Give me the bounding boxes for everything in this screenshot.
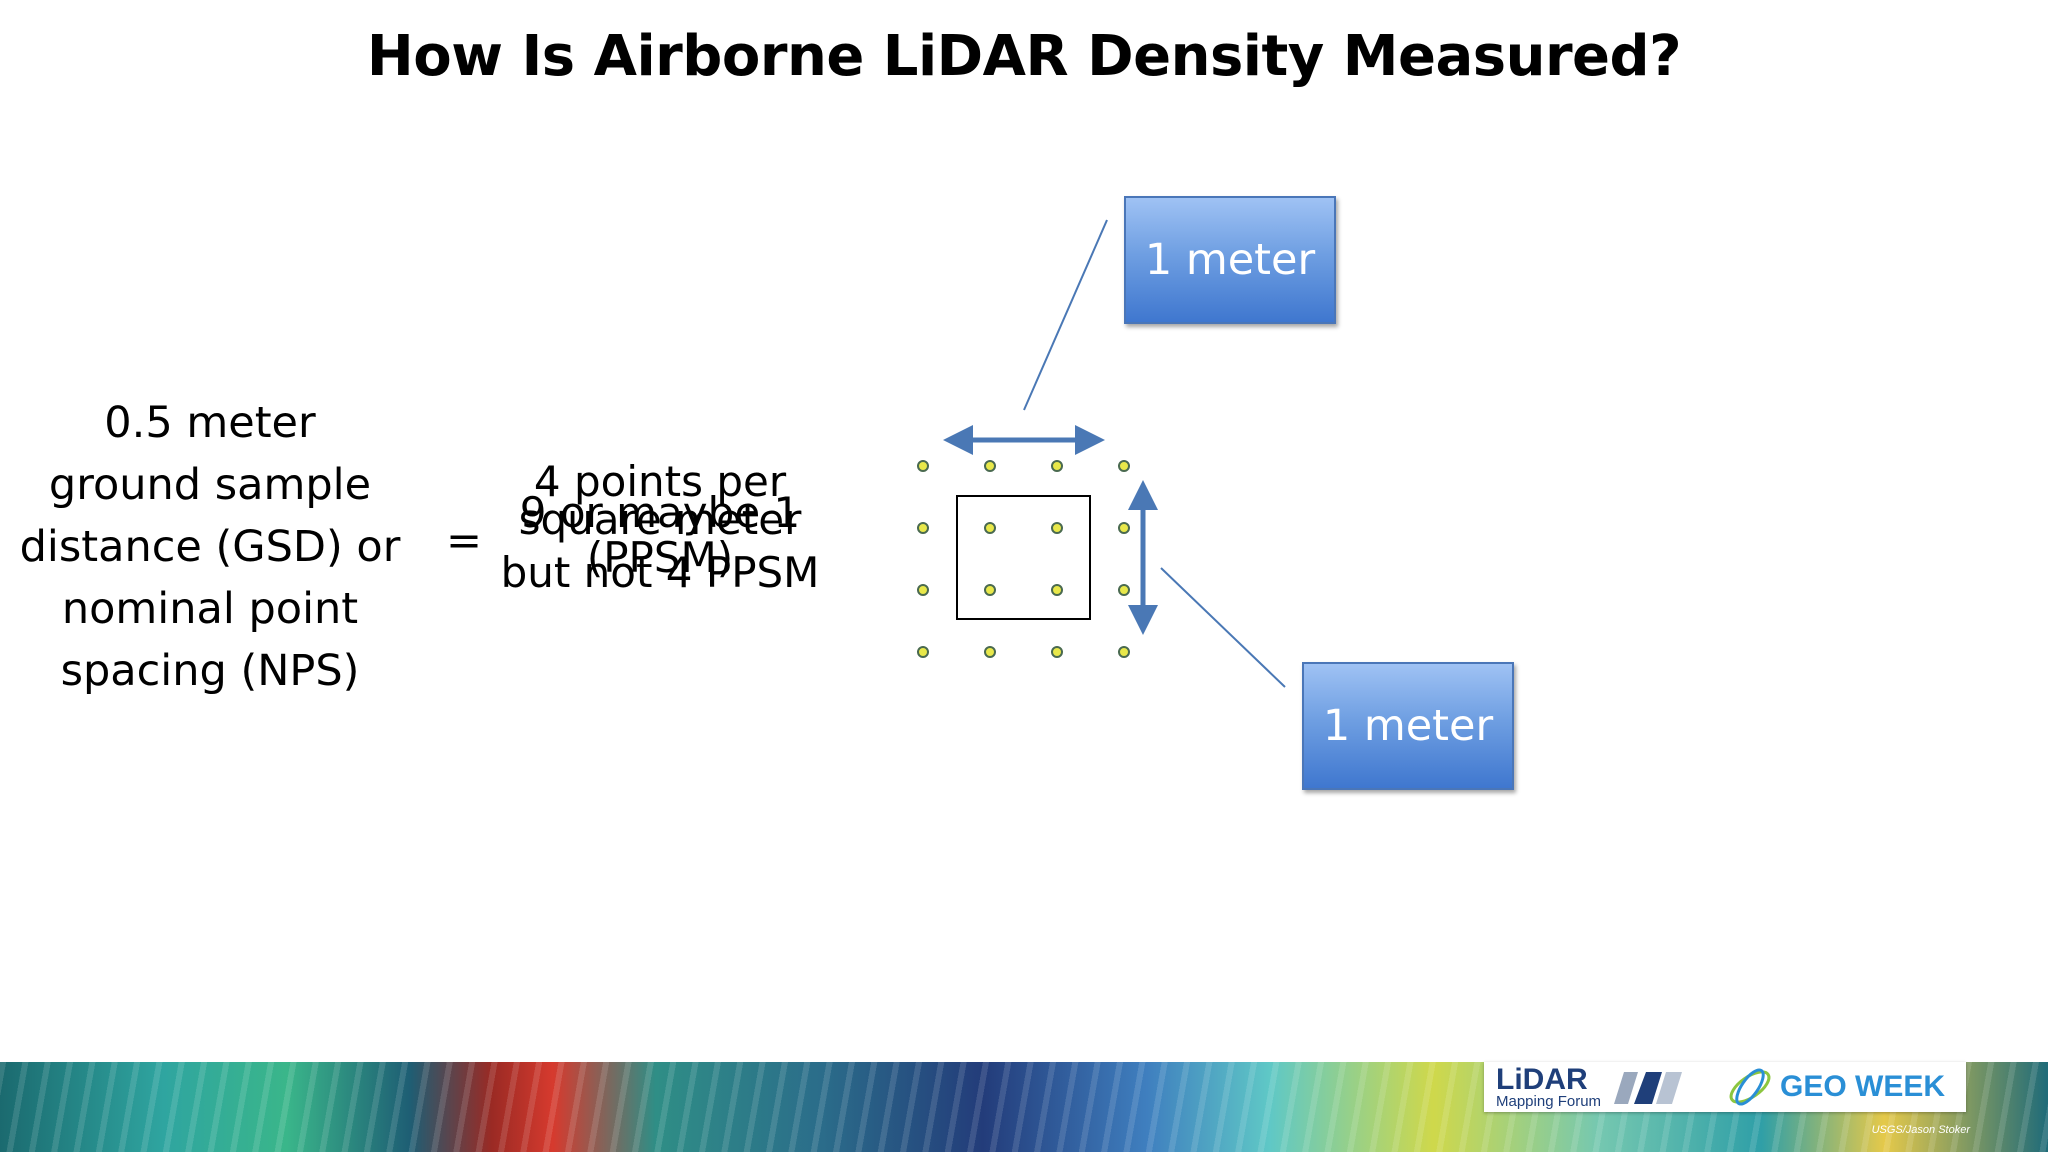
gsd-line-4: nominal point <box>61 584 359 634</box>
lidar-point <box>917 460 929 472</box>
slide-title: How Is Airborne LiDAR Density Measured? <box>366 24 1682 89</box>
top-meter-label: 1 meter <box>1124 196 1336 324</box>
gsd-line-5: spacing (NPS) <box>60 646 360 696</box>
lidar-logo-mark-icon <box>1614 1072 1682 1104</box>
lidar-point <box>984 584 996 596</box>
gsd-line-2: ground sample <box>48 460 372 510</box>
footer-logo-panel: LiDAR Mapping Forum GEO WEEK <box>1484 1062 1966 1112</box>
lidar-point <box>984 646 996 658</box>
lidar-point <box>1118 646 1130 658</box>
maybe-line-2: but not 4 PPSM <box>500 548 820 597</box>
lidar-logo-subtext: Mapping Forum <box>1496 1093 1602 1110</box>
equals-sign: = <box>446 516 483 566</box>
lidar-point <box>1118 584 1130 596</box>
top-leader-line <box>1023 219 1108 411</box>
bottom-leader-line <box>1160 567 1286 688</box>
gsd-line-3: distance (GSD) or <box>19 522 401 572</box>
lidar-point <box>984 460 996 472</box>
gsd-line-1: 0.5 meter <box>104 398 316 448</box>
maybe-text: 9 or maybe 1 but not 4 PPSM <box>470 488 850 597</box>
lidar-logo-text: LiDAR <box>1496 1063 1588 1096</box>
ppsm-text: 4 points per square meter (PPSM) <box>470 457 850 582</box>
lidar-point <box>917 522 929 534</box>
lidar-mapping-forum-logo: LiDAR Mapping Forum <box>1496 1063 1602 1110</box>
ppsm-line-2: square meter <box>518 495 802 544</box>
lidar-point <box>917 646 929 658</box>
lidar-point <box>984 522 996 534</box>
one-meter-square <box>956 495 1091 620</box>
ppsm-line-3: (PPSM) <box>586 533 734 582</box>
lidar-point <box>1051 584 1063 596</box>
geo-week-swirl-icon <box>1729 1068 1771 1106</box>
gsd-definition-text: 0.5 meter ground sample distance (GSD) o… <box>10 392 410 702</box>
point-grid <box>917 460 1130 658</box>
lidar-point <box>1118 522 1130 534</box>
lidar-point <box>917 584 929 596</box>
lidar-point <box>1051 522 1063 534</box>
image-credit: USGS/Jason Stoker <box>1871 1124 1970 1136</box>
lidar-point <box>1118 460 1130 472</box>
geo-week-logo-text: GEO WEEK <box>1780 1070 1946 1103</box>
ppsm-line-1: 4 points per <box>533 457 787 506</box>
lidar-point <box>1051 460 1063 472</box>
lidar-point <box>1051 646 1063 658</box>
maybe-line-1: 9 or maybe 1 <box>519 488 801 537</box>
bottom-meter-label: 1 meter <box>1302 662 1514 790</box>
